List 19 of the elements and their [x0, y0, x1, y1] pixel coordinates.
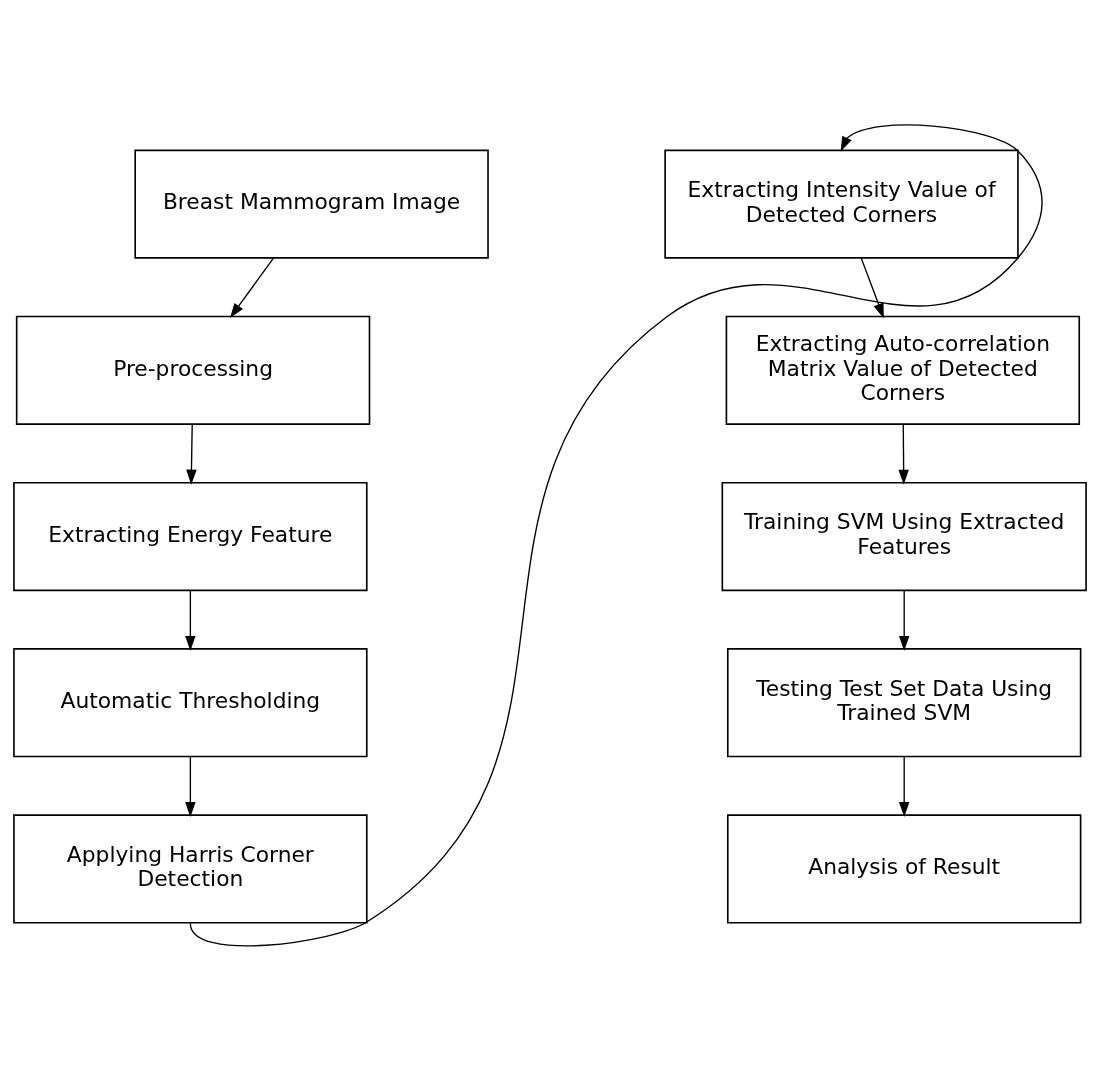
- arrow: [185, 589, 196, 651]
- node-box: Extracting Energy Feature: [13, 481, 368, 591]
- arrow: [898, 423, 909, 485]
- node-box: Breast Mammogram Image: [134, 149, 489, 259]
- node-box: Testing Test Set Data Using Trained SVM: [726, 647, 1082, 757]
- node-box: Training SVM Using Extracted Features: [721, 481, 1087, 591]
- arrow: [186, 423, 197, 485]
- arrow: [229, 256, 275, 318]
- node-box: Applying Harris Corner Detection: [13, 813, 368, 924]
- node-box: Automatic Thresholding: [13, 647, 368, 757]
- node-box: Extracting Intensity Value of Detected Corners: [664, 149, 1019, 259]
- node-box: Extracting Auto-correlation Matrix Value of Detected Corners: [725, 315, 1081, 425]
- arrow: [185, 755, 196, 817]
- node-box: Pre-processing: [15, 315, 371, 425]
- arrow: [860, 256, 884, 318]
- arrow: [189, 123, 1043, 947]
- arrow: [898, 755, 910, 817]
- node-box: Analysis of Result: [726, 813, 1082, 924]
- arrow: [898, 589, 910, 651]
